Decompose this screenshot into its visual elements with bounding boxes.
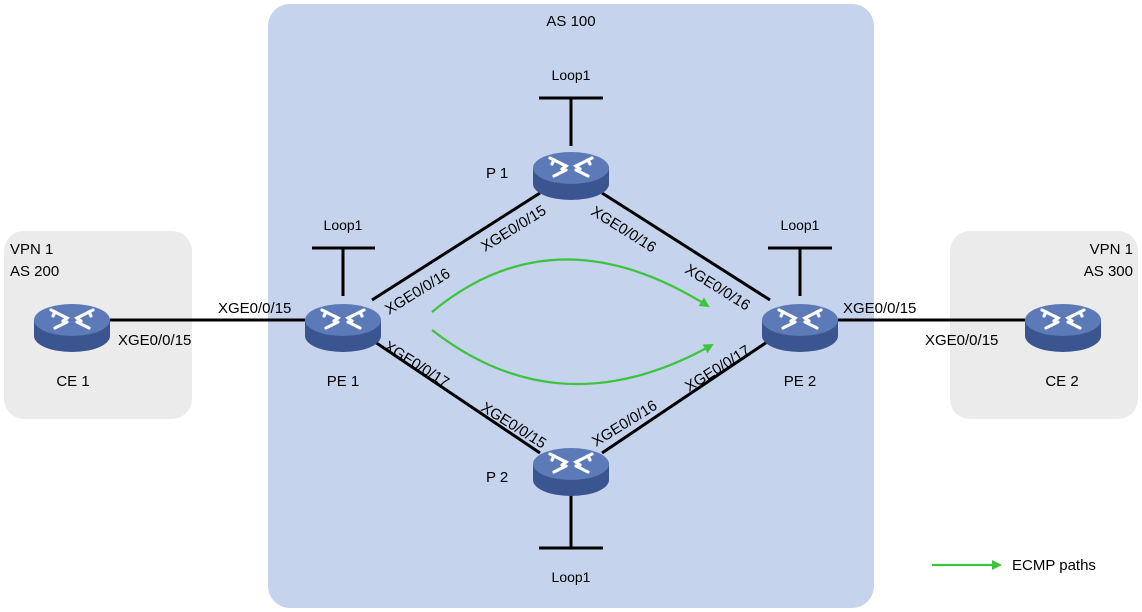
interface-label-ce2-pe2: XGE0/0/15 (925, 332, 998, 349)
core-as-label: AS 100 (546, 13, 595, 30)
loopbacks (312, 96, 832, 550)
link-p1-pe2 (601, 191, 771, 302)
site1-vpn-label: VPN 1 (10, 241, 53, 258)
interface-label-pe2-ce2: XGE0/0/15 (843, 300, 916, 317)
router-icon (1023, 302, 1103, 354)
device-label-p1: P 1 (486, 165, 508, 182)
router-icon (531, 150, 611, 202)
core-as-region (268, 4, 874, 608)
ecmp-paths (431, 258, 714, 386)
legend-label: ECMP paths (1012, 557, 1096, 574)
router-icon (531, 446, 611, 498)
loopback-label-pe1: Loop1 (324, 217, 363, 233)
router-icon (760, 302, 840, 354)
router-icon (32, 302, 112, 354)
loopback-label-p1: Loop1 (552, 67, 591, 83)
device-label-ce1: CE 1 (56, 373, 89, 390)
device-label-p2: P 2 (486, 469, 508, 486)
device-label-pe2: PE 2 (784, 373, 817, 390)
ecmp-path-upper (431, 258, 710, 313)
link-pe1-p1 (371, 191, 541, 302)
loopback-label-p2: Loop1 (552, 569, 591, 585)
legend: ECMP paths (932, 557, 1096, 574)
site2-as-label: AS 300 (1084, 263, 1133, 280)
site1-as-label: AS 200 (10, 263, 59, 280)
site2-vpn-label: VPN 1 (1090, 241, 1133, 258)
device-label-ce2: CE 2 (1045, 373, 1078, 390)
device-label-pe1: PE 1 (327, 373, 360, 390)
loopback-label-pe2: Loop1 (781, 217, 820, 233)
interface-label-pe1-ce1: XGE0/0/15 (218, 300, 291, 317)
ecmp-path-lower (431, 329, 714, 386)
router-icon (303, 302, 383, 354)
interface-label-ce1-pe1: XGE0/0/15 (118, 332, 191, 349)
links (110, 191, 1030, 455)
link-p2-pe2 (601, 338, 771, 455)
link-pe1-p2 (371, 338, 541, 455)
